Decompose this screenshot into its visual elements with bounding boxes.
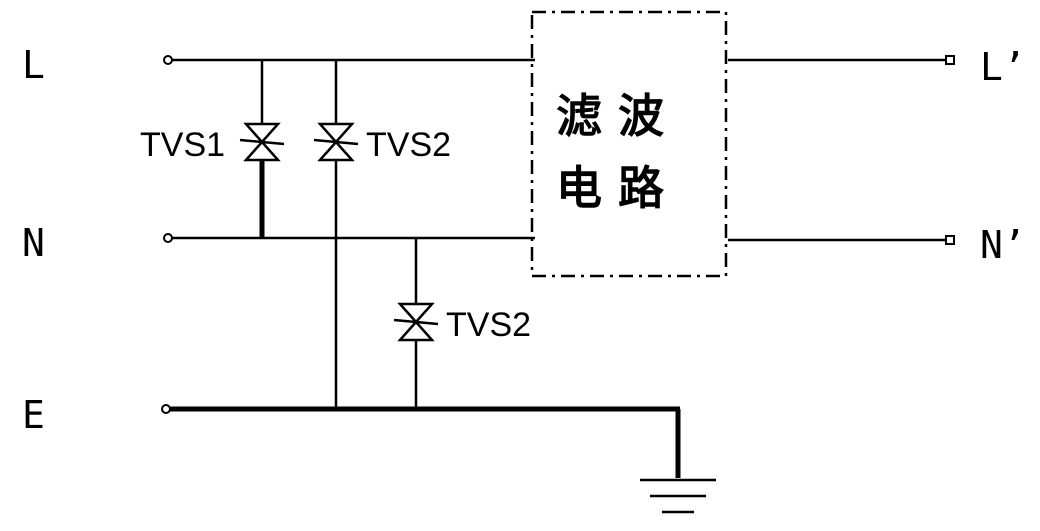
terminal-label-N: N — [22, 221, 45, 265]
terminal-label-N-out: N’ — [980, 223, 1026, 267]
ground-icon — [640, 480, 716, 512]
tvs2-lower-diode — [394, 238, 438, 409]
line-L — [164, 56, 535, 64]
filter-circuit-box — [532, 12, 726, 276]
tvs1-diode — [240, 60, 284, 238]
tvs1-label: TVS1 — [140, 126, 225, 164]
tvs2-lower-label: TVS2 — [446, 306, 531, 344]
line-N — [164, 234, 535, 242]
terminal-label-L: L — [22, 43, 45, 87]
line-E — [162, 405, 680, 478]
tvs2-upper-label: TVS2 — [366, 126, 451, 164]
line-L-out — [728, 56, 954, 64]
filter-label-line2: 电 路 — [556, 161, 665, 215]
terminal-label-E: E — [22, 393, 45, 437]
filter-label-line1: 滤 波 — [556, 89, 664, 143]
line-N-out — [728, 236, 954, 244]
terminal-label-L-out: L’ — [980, 45, 1026, 89]
tvs2-upper-diode — [314, 60, 358, 409]
